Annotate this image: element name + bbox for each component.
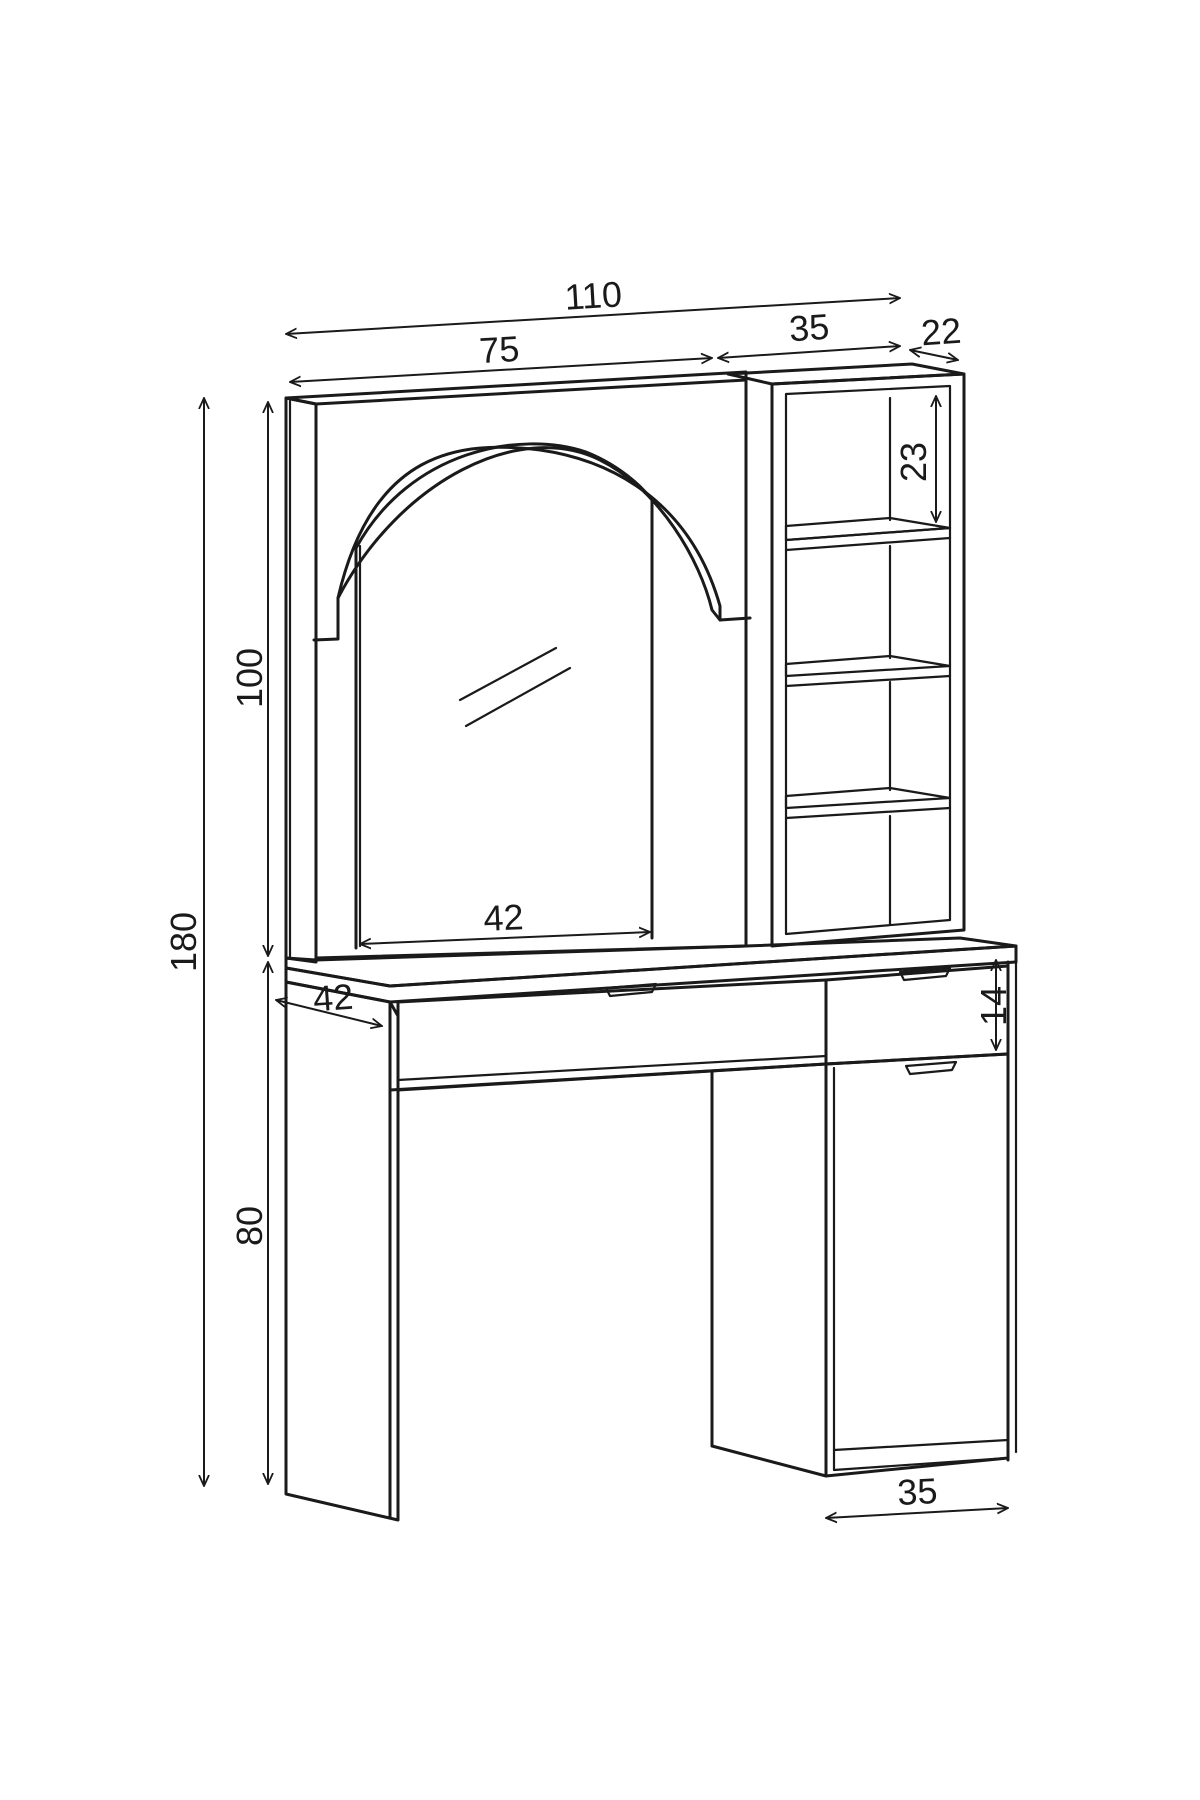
shelf-3 bbox=[784, 786, 952, 820]
label-shelf-section-width: 35 bbox=[788, 306, 831, 350]
arched-mirror bbox=[354, 442, 654, 950]
furniture bbox=[284, 362, 1018, 1522]
mirror-frame bbox=[312, 378, 752, 960]
dim-line-shelf-depth bbox=[910, 350, 958, 360]
hutch-left-panel bbox=[284, 396, 318, 964]
label-shelf-depth: 22 bbox=[920, 310, 963, 354]
cabinet-door bbox=[824, 960, 1018, 1478]
label-total-width: 110 bbox=[563, 273, 623, 317]
dim-line-cabinet-width bbox=[826, 1508, 1008, 1518]
shelf-2 bbox=[784, 654, 952, 688]
label-mirror-width: 42 bbox=[483, 896, 525, 939]
shelf-1 bbox=[784, 516, 952, 552]
dim-line-shelf-width bbox=[718, 346, 900, 358]
left-leg-panel bbox=[284, 980, 400, 1522]
middle-leg-panel bbox=[710, 1070, 828, 1478]
label-cabinet-width: 35 bbox=[896, 1470, 938, 1513]
dim-line-mirror-section bbox=[290, 358, 712, 382]
shelf-unit bbox=[726, 362, 966, 948]
label-lower-height: 80 bbox=[229, 1206, 270, 1246]
dimension-labels: 110 75 35 22 180 100 80 42 42 14 23 35 bbox=[163, 273, 1014, 1513]
label-total-height: 180 bbox=[163, 912, 204, 972]
label-drawer-height: 14 bbox=[973, 986, 1014, 1026]
label-mirror-section-width: 75 bbox=[478, 328, 520, 371]
dim-line-table-depth bbox=[276, 1000, 382, 1026]
dim-line-total-width bbox=[286, 298, 900, 334]
label-shelf-spacing: 23 bbox=[893, 442, 934, 482]
label-upper-height: 100 bbox=[229, 648, 270, 708]
dim-line-mirror-width bbox=[360, 932, 650, 944]
dimension-lines bbox=[204, 298, 1008, 1518]
label-table-depth: 42 bbox=[312, 976, 355, 1020]
mirror-top-board bbox=[284, 370, 748, 406]
